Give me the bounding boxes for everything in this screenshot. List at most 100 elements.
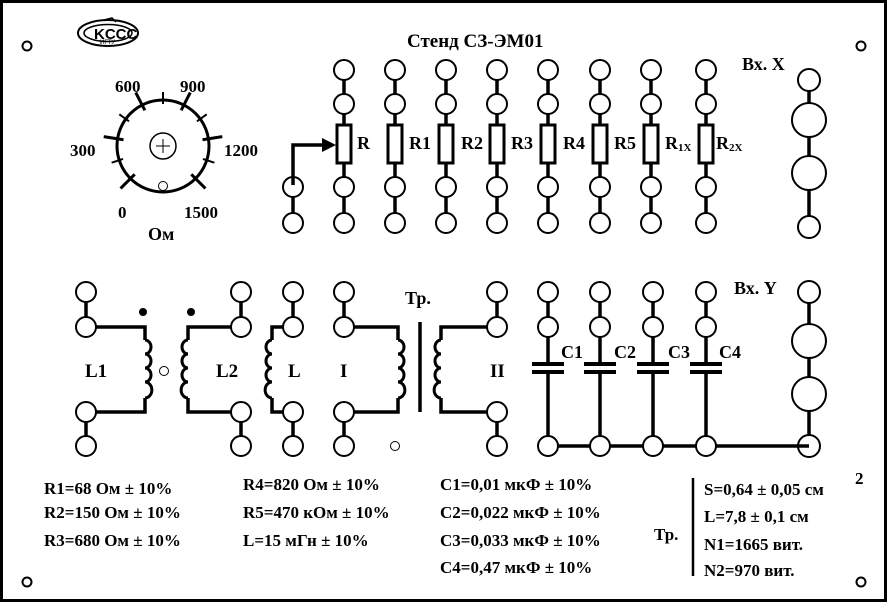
resistor-terminal[interactable] [537, 176, 559, 198]
resistor-terminal[interactable] [384, 176, 406, 198]
dial-terminal[interactable] [282, 212, 304, 234]
capacitor-terminal[interactable] [589, 435, 611, 457]
resistor-terminal[interactable] [384, 93, 406, 115]
input-y-terminal-top[interactable] [797, 280, 821, 304]
resistor-body [386, 123, 404, 165]
specs-column-3: C1=0,01 мкФ ± 10% C2=0,022 мкФ ± 10% C3=… [440, 475, 601, 577]
primary-terminal-4[interactable] [333, 435, 355, 457]
mounting-hole-bottom-left [21, 576, 33, 588]
primary-terminal-3[interactable] [333, 401, 355, 423]
inductor-label-l: L [288, 361, 301, 382]
input-x-jack-2[interactable] [791, 155, 827, 191]
primary-terminal-1[interactable] [333, 281, 355, 303]
stand-title: Стенд СЗ-ЭМ01 [407, 31, 543, 52]
capacitor-label-c4: C4 [719, 342, 741, 362]
capacitor-terminal[interactable] [589, 316, 611, 338]
input-x-terminal-top[interactable] [797, 68, 821, 92]
resistor-terminal[interactable] [537, 212, 559, 234]
resistor-terminal[interactable] [486, 176, 508, 198]
l2-terminal-3[interactable] [230, 401, 252, 423]
capacitor-terminal[interactable] [695, 435, 717, 457]
resistor-label-r1: R1 [409, 133, 431, 153]
resistor-terminal[interactable] [537, 93, 559, 115]
spec-c1: C1=0,01 мкФ ± 10% [440, 475, 592, 494]
inductor-label-l2: L2 [216, 361, 238, 382]
capacitor-terminal[interactable] [642, 316, 664, 338]
dial-unit: Ом [148, 224, 174, 244]
resistor-terminal[interactable] [333, 212, 355, 234]
resistance-dial[interactable] [103, 91, 223, 194]
resistor-terminal[interactable] [435, 59, 457, 81]
resistor-labels: R1 R2 R3 R4 R5 R1X R2X [409, 133, 743, 154]
l2-terminal-1[interactable] [230, 281, 252, 303]
specs-transformer: S=0,64 ± 0,05 см 2 L=7,8 ± 0,1 см N1=166… [704, 469, 864, 580]
resistor-terminal[interactable] [486, 93, 508, 115]
resistor-terminal[interactable] [537, 59, 559, 81]
l-terminal-3[interactable] [282, 401, 304, 423]
capacitor-terminal[interactable] [537, 435, 559, 457]
capacitor-terminal[interactable] [695, 281, 717, 303]
resistor-terminal[interactable] [695, 93, 717, 115]
logo-text: ИГТУ [100, 40, 115, 46]
l1-terminal-1[interactable] [75, 281, 97, 303]
spec-n2: N2=970 вит. [704, 561, 795, 580]
dial-ticks [103, 91, 223, 190]
resistor-terminal[interactable] [333, 176, 355, 198]
secondary-terminal-2[interactable] [486, 316, 508, 338]
resistor-terminal[interactable] [695, 176, 717, 198]
resistor-terminal[interactable] [640, 59, 662, 81]
resistor-terminal[interactable] [695, 59, 717, 81]
resistor-row [282, 59, 717, 234]
capacitor-terminal[interactable] [589, 281, 611, 303]
l-terminal-2[interactable] [282, 316, 304, 338]
resistor-terminal[interactable] [384, 59, 406, 81]
secondary-terminal-3[interactable] [486, 401, 508, 423]
dial-tick-0: 0 [118, 203, 127, 222]
resistor-terminal[interactable] [589, 93, 611, 115]
capacitor-terminal[interactable] [642, 281, 664, 303]
resistor-terminal[interactable] [333, 59, 355, 81]
coupling-hole [159, 366, 169, 376]
input-x-jacks [791, 68, 827, 239]
input-x-jack-1[interactable] [791, 102, 827, 138]
dial-tick-1500: 1500 [184, 203, 218, 222]
capacitor-terminal[interactable] [537, 316, 559, 338]
l1-terminal-2[interactable] [75, 316, 97, 338]
l2-terminal-2[interactable] [230, 316, 252, 338]
resistor-label-r: R [357, 133, 371, 153]
resistor-terminal[interactable] [640, 176, 662, 198]
secondary-terminal-4[interactable] [486, 435, 508, 457]
resistor-terminal[interactable] [486, 59, 508, 81]
resistor-terminal[interactable] [695, 212, 717, 234]
resistor-terminal[interactable] [640, 212, 662, 234]
resistor-terminal[interactable] [333, 93, 355, 115]
resistor-terminal[interactable] [384, 212, 406, 234]
capacitor-terminal[interactable] [537, 281, 559, 303]
capacitor-terminal[interactable] [642, 435, 664, 457]
l2-terminal-4[interactable] [230, 435, 252, 457]
l1-terminal-4[interactable] [75, 435, 97, 457]
primary-terminal-2[interactable] [333, 316, 355, 338]
capacitor-terminal[interactable] [695, 316, 717, 338]
resistor-label-r5: R5 [614, 133, 636, 153]
l-terminal-1[interactable] [282, 281, 304, 303]
resistor-body [642, 123, 660, 165]
input-x-terminal-bottom[interactable] [797, 215, 821, 239]
resistor-terminal[interactable] [589, 212, 611, 234]
l-terminal-4[interactable] [282, 435, 304, 457]
l1-terminal-3[interactable] [75, 401, 97, 423]
resistor-terminal[interactable] [589, 176, 611, 198]
resistor-terminal[interactable] [640, 93, 662, 115]
capacitor-labels: C1 C2 C3 C4 [561, 342, 741, 362]
secondary-terminal-1[interactable] [486, 281, 508, 303]
dial-tick-mark [103, 135, 124, 142]
input-y-jack-2[interactable] [791, 376, 827, 412]
capacitor-row [532, 281, 809, 457]
resistor-terminal[interactable] [435, 93, 457, 115]
resistor-terminal[interactable] [589, 59, 611, 81]
resistor-terminal[interactable] [486, 212, 508, 234]
input-y-jack-1[interactable] [791, 323, 827, 359]
resistor-terminal[interactable] [435, 176, 457, 198]
spec-r3: R3=680 Ом ± 10% [44, 531, 181, 550]
resistor-terminal[interactable] [435, 212, 457, 234]
